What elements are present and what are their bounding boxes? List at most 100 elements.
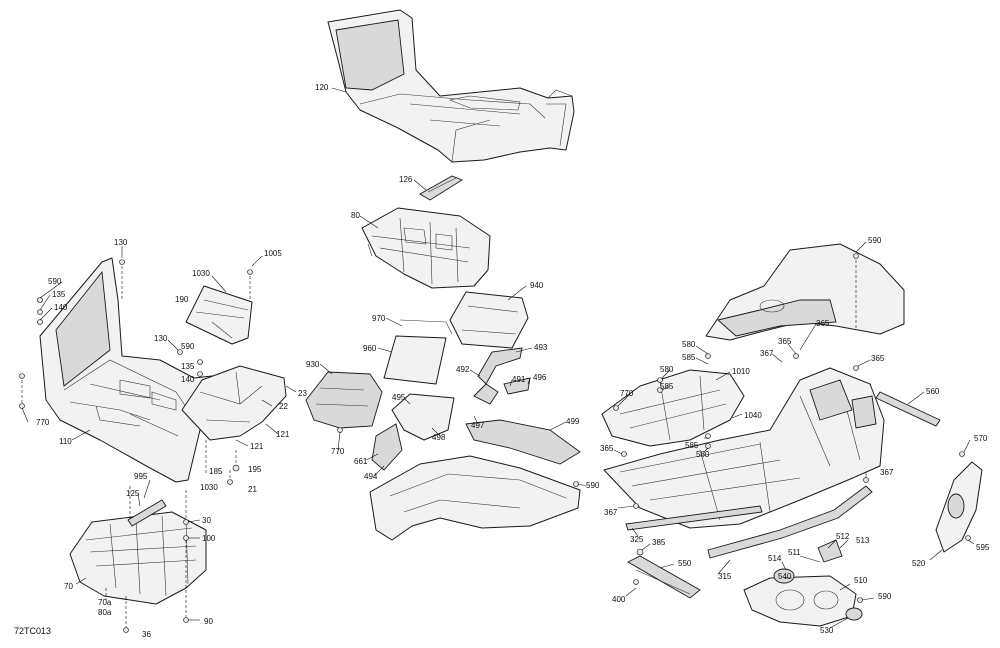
callout-995: 995: [134, 472, 148, 481]
part-315-bar: [707, 485, 873, 559]
callout-23: 23: [298, 389, 307, 398]
part-930-side-cover: [305, 371, 383, 429]
callout-580: 580: [660, 365, 674, 374]
callout-1040: 1040: [744, 411, 762, 420]
part-80-console: [361, 207, 491, 289]
callout-770: 770: [36, 418, 50, 427]
callout-130: 130: [154, 334, 168, 343]
callout-22: 22: [279, 402, 288, 411]
callout-21: 21: [248, 485, 257, 494]
callout-560: 560: [926, 387, 940, 396]
callout-940: 940: [530, 281, 544, 290]
callout-499: 499: [566, 417, 580, 426]
part-70-floor-tray: [69, 511, 207, 605]
part-110-front-body: [39, 257, 215, 483]
callout-512: 512: [836, 532, 850, 541]
callout-540: 540: [778, 572, 792, 581]
callout-580: 580: [682, 340, 696, 349]
callout-590: 590: [181, 342, 195, 351]
callout-585: 585: [682, 353, 696, 362]
part-494-fender: [369, 455, 581, 541]
callout-70a: 70a: [98, 598, 112, 607]
callout-492: 492: [456, 365, 470, 374]
callout-930: 930: [306, 360, 320, 369]
callout-770: 770: [620, 389, 634, 398]
callout-36: 36: [142, 630, 151, 639]
callout-1030: 1030: [200, 483, 218, 492]
callout-495: 495: [392, 393, 406, 402]
callout-135: 135: [181, 362, 195, 371]
callout-365: 365: [778, 337, 792, 346]
callout-970: 970: [372, 314, 386, 323]
callout-195: 195: [248, 465, 262, 474]
part-940-bracket: [449, 291, 529, 349]
callout-498: 498: [432, 433, 446, 442]
callout-493: 493: [534, 343, 548, 352]
callout-494: 494: [364, 472, 378, 481]
part-rear-rack: [603, 367, 885, 529]
diagram-code: 72TC013: [14, 626, 51, 636]
part-960-panel: [383, 319, 453, 385]
callout-590: 590: [868, 236, 882, 245]
callout-661: 661: [354, 457, 368, 466]
callout-491: 491: [512, 375, 526, 384]
callout-120: 120: [315, 83, 329, 92]
part-126-bracket: [419, 175, 463, 201]
callout-1005: 1005: [264, 249, 282, 258]
callout-325: 325: [630, 535, 644, 544]
callout-90: 90: [204, 617, 213, 626]
callout-590: 590: [878, 592, 892, 601]
callout-570: 570: [974, 434, 988, 443]
callout-365: 365: [816, 319, 830, 328]
callout-1010: 1010: [732, 367, 750, 376]
callout-960: 960: [363, 344, 377, 353]
part-550-bracket: [627, 555, 701, 599]
callout-590: 590: [48, 277, 62, 286]
part-190-footrest: [185, 285, 253, 345]
callout-550: 550: [678, 559, 692, 568]
callout-595: 595: [976, 543, 990, 552]
callout-121: 121: [276, 430, 290, 439]
part-325-bar: [625, 505, 763, 531]
callout-520: 520: [912, 559, 926, 568]
callout-190: 190: [175, 295, 189, 304]
callout-135: 135: [52, 290, 66, 299]
fasteners: [19, 253, 971, 633]
part-520-side-light: [935, 461, 983, 553]
callout-100: 100: [202, 534, 216, 543]
callout-513: 513: [856, 536, 870, 545]
callout-770: 770: [331, 447, 345, 456]
callout-125: 125: [126, 489, 140, 498]
callout-110: 110: [59, 437, 72, 446]
callout-labels: 120 126 80 130 1005 590 135 140 1030 190…: [36, 83, 990, 639]
part-590-rear-fender: [705, 243, 905, 341]
callout-367: 367: [604, 508, 618, 517]
callout-585: 585: [660, 382, 674, 391]
callout-400: 400: [612, 595, 626, 604]
callout-590: 590: [586, 481, 600, 490]
callout-367: 367: [880, 468, 894, 477]
part-125-bracket: [127, 499, 167, 527]
callout-315: 315: [718, 572, 732, 581]
callout-121: 121: [250, 442, 264, 451]
part-120-body-tub: [327, 9, 575, 163]
callout-80a: 80a: [98, 608, 112, 617]
callout-70: 70: [64, 582, 73, 591]
callout-511: 511: [788, 548, 801, 557]
part-510-light-housing: [743, 539, 863, 627]
callout-140: 140: [181, 375, 195, 384]
leader-lines: [21, 87, 975, 629]
callout-514: 514: [768, 554, 782, 563]
callout-580: 580: [696, 450, 710, 459]
part-49x-brackets: [371, 347, 581, 471]
callout-530: 530: [820, 626, 834, 635]
callout-510: 510: [854, 576, 868, 585]
callout-585: 585: [685, 441, 699, 450]
callout-497: 497: [471, 421, 485, 430]
callout-30: 30: [202, 516, 211, 525]
callout-185: 185: [209, 467, 223, 476]
part-560-rod: [875, 391, 941, 427]
part-22-side-panel: [181, 365, 287, 441]
callout-80: 80: [351, 211, 360, 220]
